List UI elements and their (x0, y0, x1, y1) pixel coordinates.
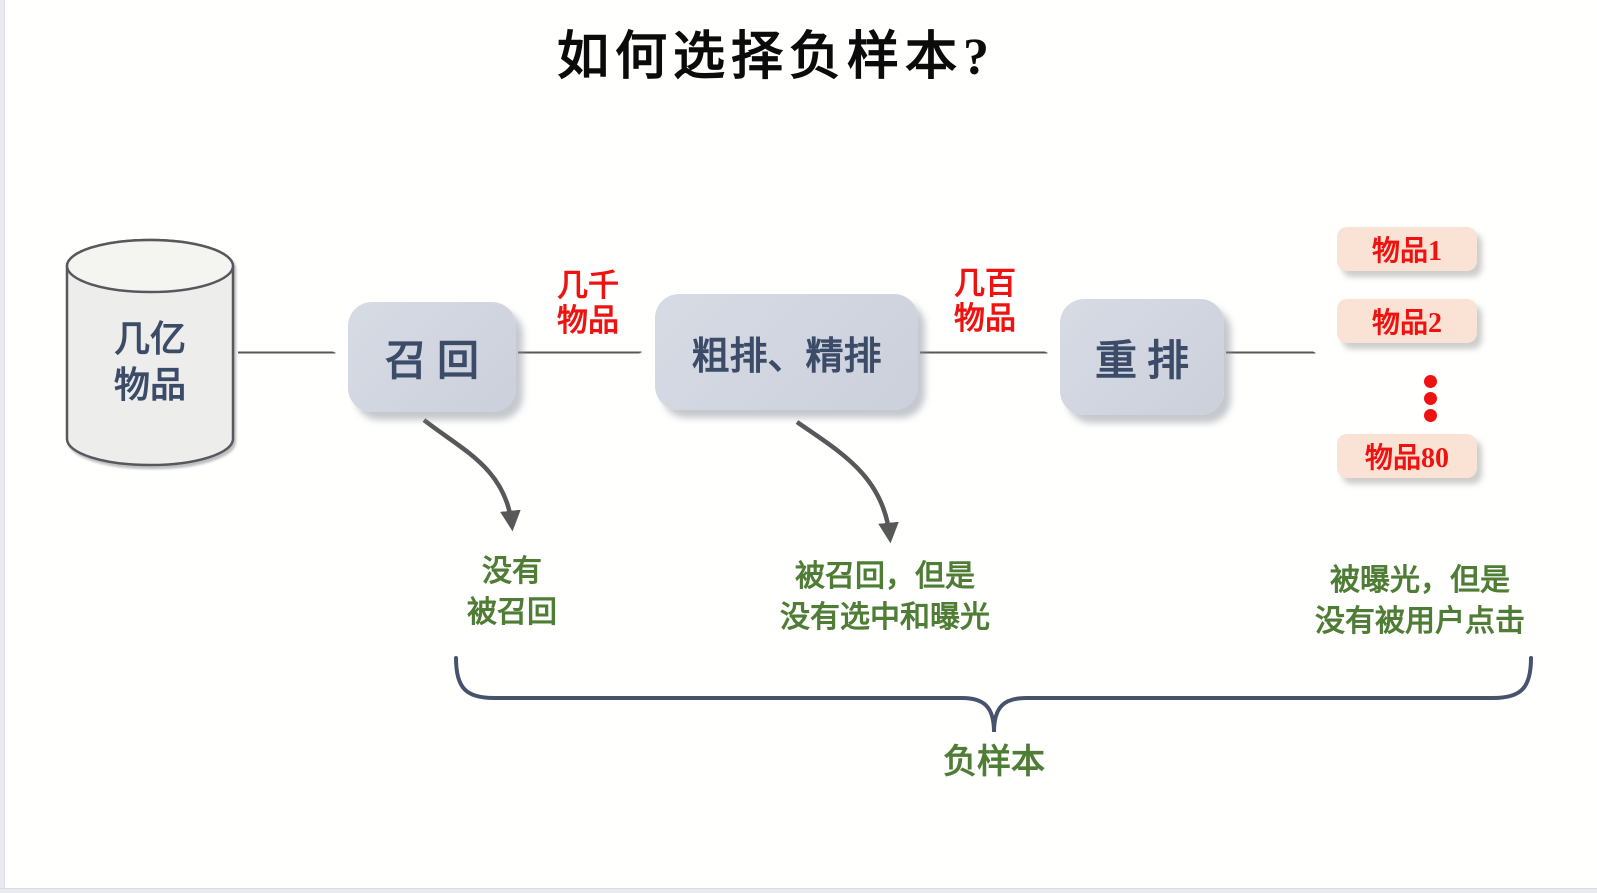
edge-label-thousands-line2: 物品 (557, 303, 619, 338)
stage-box-rerank: 重排 (1060, 299, 1224, 415)
stage-label-rerank: 重排 (1094, 338, 1199, 385)
edge-label-thousands: 几千 物品 (518, 268, 658, 338)
source-label-line2: 物品 (113, 365, 186, 405)
negative-samples-label: 负样本 (943, 744, 1045, 781)
items-database-cylinder (65, 238, 235, 467)
page-left-edge (0, 0, 5, 893)
source-label: 几亿 物品 (67, 316, 233, 408)
annotation-not-clicked: 被曝光，但是 没有被用户点击 (1270, 560, 1570, 642)
annotation-not-recalled-line2: 被召回 (467, 596, 557, 629)
edge-label-hundreds-line2: 物品 (954, 301, 1016, 336)
item-card-80: 物品80 (1337, 434, 1477, 478)
item-card-80-label: 物品80 (1364, 443, 1449, 474)
stage-label-ranking: 粗排、精排 (691, 335, 882, 378)
annotation-not-clicked-line2: 没有被用户点击 (1315, 605, 1525, 638)
source-label-line1: 几亿 (113, 319, 186, 359)
edge-label-thousands-line1: 几千 (557, 268, 619, 303)
page-title: 如何选择负样本? (556, 29, 995, 86)
ellipsis-dot (1424, 375, 1437, 388)
annotation-not-clicked-line1: 被曝光，但是 (1330, 564, 1510, 597)
stage-box-ranking: 粗排、精排 (655, 294, 918, 410)
negative-samples-brace (454, 656, 1533, 733)
item-card-1-label: 物品1 (1371, 236, 1442, 267)
annotation-not-selected: 被召回，但是 没有选中和曝光 (735, 556, 1035, 638)
annotation-not-recalled: 没有 被召回 (412, 551, 612, 633)
items-ellipsis (1424, 375, 1437, 426)
annotation-not-selected-line2: 没有选中和曝光 (780, 601, 990, 634)
item-card-1: 物品1 (1337, 227, 1477, 271)
stage-label-recall: 召回 (384, 338, 489, 385)
item-card-2-label: 物品2 (1371, 308, 1442, 339)
ellipsis-dot (1424, 409, 1437, 422)
page-bottom-edge (0, 888, 1597, 893)
ellipsis-dot (1424, 392, 1437, 405)
annotation-not-selected-line1: 被召回，但是 (795, 560, 975, 593)
stage-box-recall: 召回 (348, 302, 516, 412)
edge-label-hundreds-line1: 几百 (954, 266, 1016, 301)
item-card-2: 物品2 (1337, 299, 1477, 343)
arrow-ranking-to-not-selected (795, 420, 899, 544)
edge-label-hundreds: 几百 物品 (915, 266, 1055, 336)
annotation-not-recalled-line1: 没有 (482, 555, 542, 588)
arrow-recall-to-not-recalled (422, 418, 521, 532)
